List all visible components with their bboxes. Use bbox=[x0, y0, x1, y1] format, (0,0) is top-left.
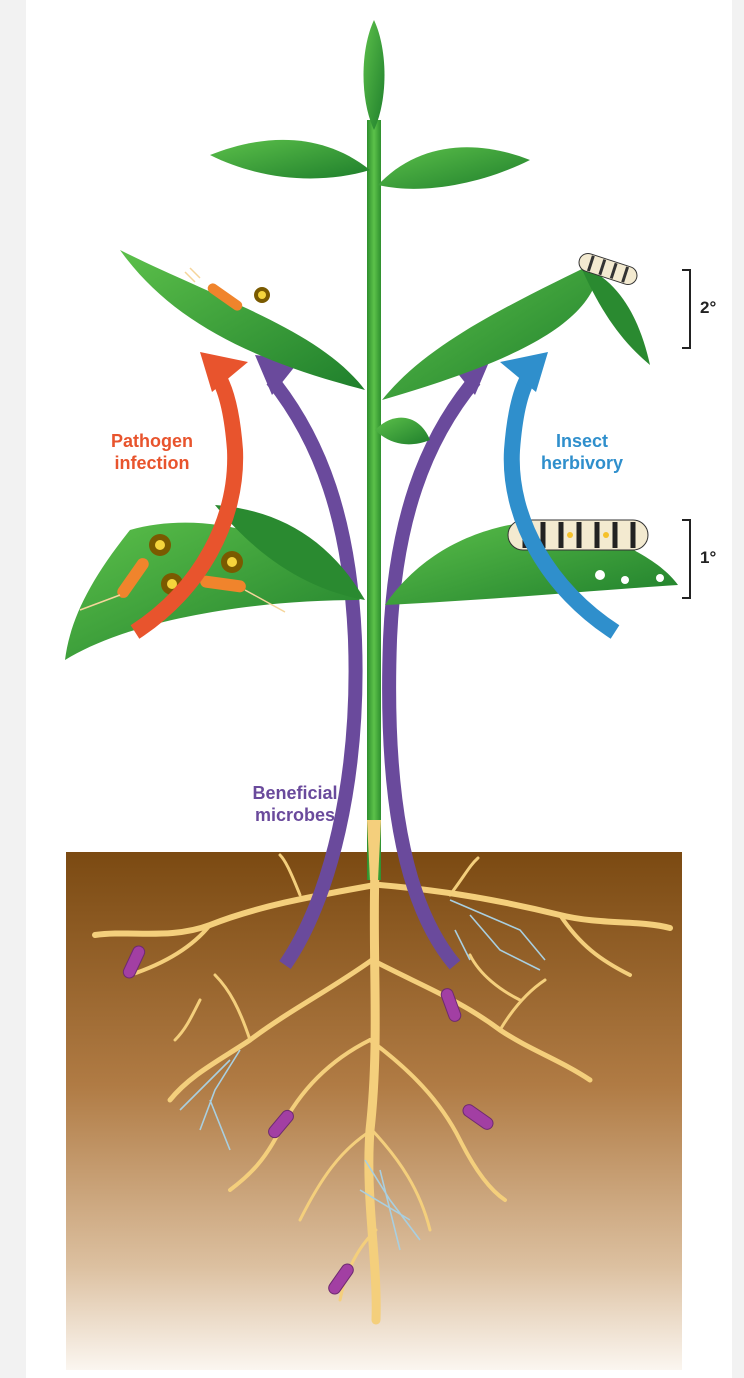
label-primary-response: 1° bbox=[700, 548, 716, 568]
leaf-top-left bbox=[210, 140, 370, 179]
leaf-top-right bbox=[378, 147, 530, 189]
leaf-secondary-left bbox=[120, 250, 365, 390]
bracket-primary bbox=[682, 520, 690, 598]
bracket-secondary bbox=[682, 270, 690, 348]
label-beneficial-microbes: Beneficial microbes bbox=[225, 782, 365, 826]
leaf-node bbox=[375, 418, 430, 445]
stem bbox=[367, 120, 381, 880]
apical-bud bbox=[364, 20, 385, 130]
label-secondary-response: 2° bbox=[700, 298, 716, 318]
label-insect-herbivory: Insect herbivory bbox=[512, 430, 652, 474]
leaf-secondary-right bbox=[382, 260, 600, 400]
leaf-hole bbox=[533, 269, 541, 277]
label-pathogen-infection: Pathogen infection bbox=[82, 430, 222, 474]
